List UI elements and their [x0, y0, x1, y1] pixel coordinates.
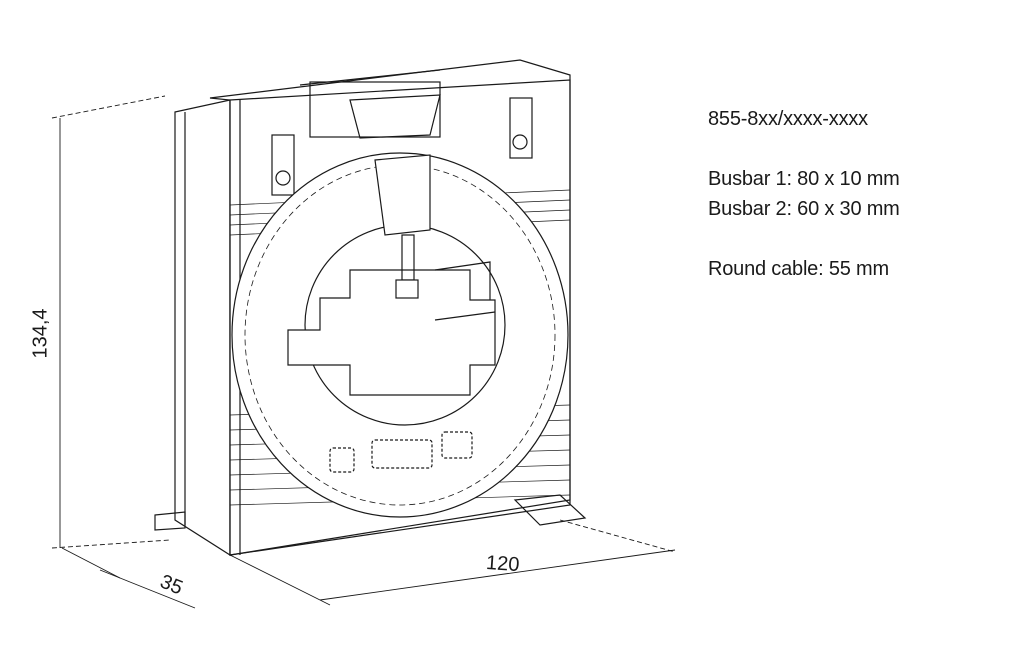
busbar-1-spec: Busbar 1: 80 x 10 mm: [708, 168, 900, 190]
dimension-lines: [51, 95, 676, 609]
busbar-2-spec: Busbar 2: 60 x 30 mm: [708, 198, 900, 220]
ring: [231, 152, 569, 518]
width-dimension: 120: [485, 551, 521, 577]
height-dimension: 134,4: [29, 308, 52, 359]
article-number: 855-8xx/xxxx-xxxx: [708, 108, 868, 130]
round-cable-spec: Round cable: 55 mm: [708, 258, 889, 280]
